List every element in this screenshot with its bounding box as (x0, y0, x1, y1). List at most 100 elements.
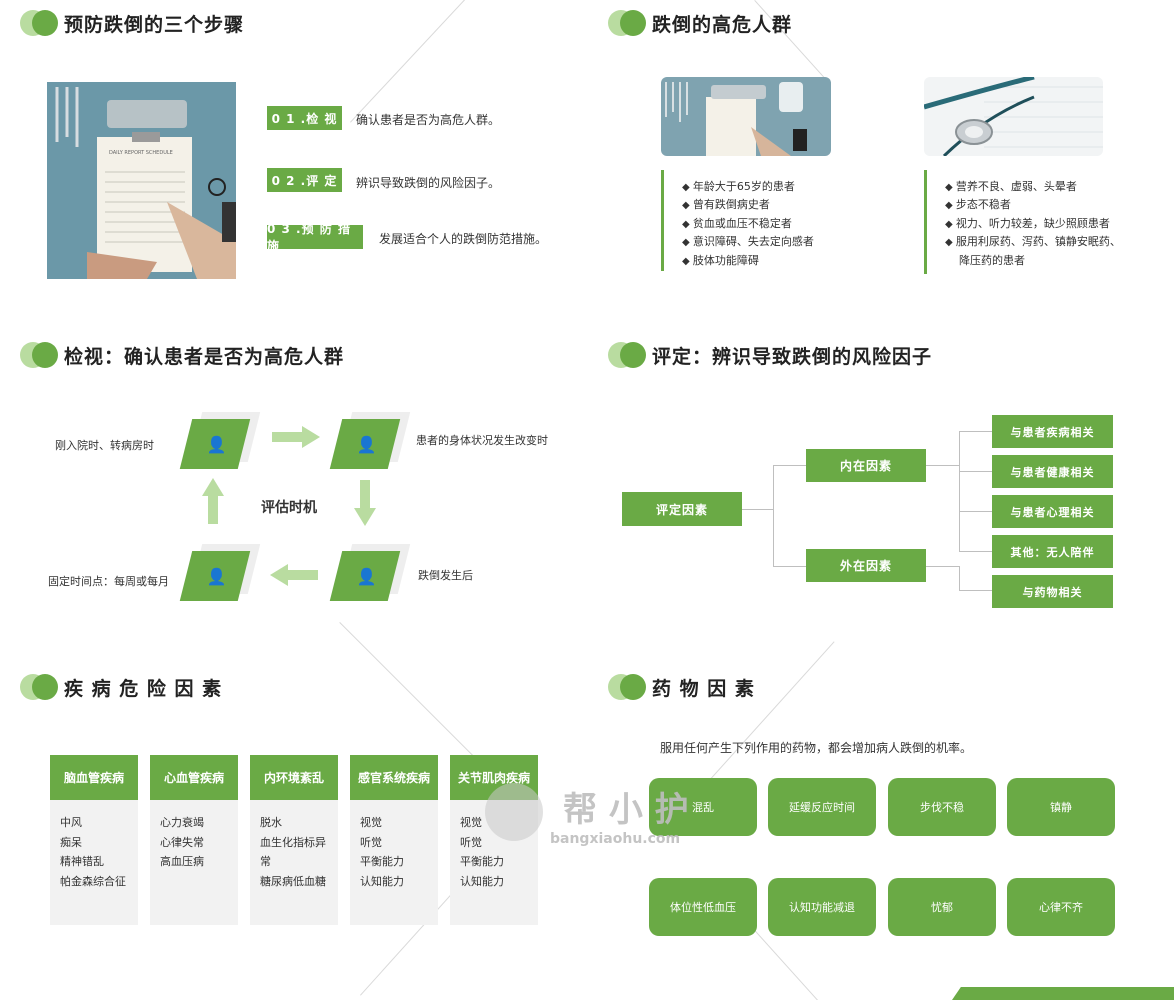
disease-column-musculoskeletal: 关节肌肉疾病 视觉 听觉 平衡能力 认知能力 (450, 755, 538, 925)
tree-internal: 内在因素 (806, 449, 926, 482)
step-tag-prevention: 0 3 .预 防 措 施 (267, 222, 363, 253)
step-text-assess: 辨识导致跌倒的风险因子。 (356, 176, 501, 190)
tree-connector (773, 465, 774, 567)
corner-accent-bar (952, 987, 1174, 1000)
disease-item: 血生化指标异 (260, 835, 326, 849)
high-risk-list-left: 年龄大于65岁的患者 曾有跌倒病史者 贫血或血压不稳定者 意识障碍、失去定向感者… (661, 170, 861, 271)
tree-connector (959, 566, 960, 591)
flow-label-admission: 刚入院时、转病房时 (55, 439, 154, 452)
flow-center-label: 评估时机 (261, 500, 317, 516)
tree-connector (959, 431, 960, 552)
disease-item: 帕金森综合征 (60, 874, 126, 888)
arrow-up-icon (202, 478, 224, 524)
disease-item: 认知能力 (360, 874, 404, 888)
list-item: 意识障碍、失去定向感者 (682, 233, 861, 251)
disease-item: 心力衰竭 (160, 816, 204, 829)
list-item-continued: 降压药的患者 (959, 253, 1025, 267)
decor-line (700, 641, 835, 791)
disease-item: 视觉 (360, 816, 382, 829)
drug-effect-pill: 心律不齐 (1007, 878, 1115, 936)
disease-item: 糖尿病低血糖 (260, 874, 326, 888)
tree-leaf: 与药物相关 (992, 575, 1113, 608)
tree-leaf: 与患者心理相关 (992, 495, 1113, 528)
tree-connector (959, 511, 992, 512)
disease-item: 平衡能力 (460, 855, 504, 868)
disease-item: 心律失常 (160, 835, 204, 849)
section-title: 药 物 因 素 (652, 677, 755, 700)
flow-label-after-fall: 跌倒发生后 (418, 569, 473, 582)
list-item: 视力、听力较差，缺少照顾患者 (945, 215, 1144, 233)
decor-line (350, 0, 467, 123)
disease-item: 视觉 (460, 816, 482, 829)
list-item: 肢体功能障碍 (682, 252, 861, 270)
tree-connector (925, 566, 960, 567)
medical-desk-photo (661, 77, 831, 156)
tree-leaf: 与患者疾病相关 (992, 415, 1113, 448)
drug-effect-pill: 延缓反应时间 (768, 778, 876, 836)
disease-column-sensory: 感官系统疾病 视觉 听觉 平衡能力 认知能力 (350, 755, 438, 925)
drug-effect-pill: 体位性低血压 (649, 878, 757, 936)
disease-column-header: 内环境紊乱 (250, 755, 338, 800)
section-header-drugs: 药 物 因 素 (608, 672, 755, 702)
flow-label-fixed-time: 固定时间点：每周或每月 (48, 575, 169, 588)
watermark-url: bangxiaohu.com (550, 831, 681, 847)
disease-item: 脱水 (260, 816, 282, 829)
drug-effect-pill: 认知功能减退 (768, 878, 876, 936)
list-item: 贫血或血压不稳定者 (682, 215, 861, 233)
tree-leaf: 其他：无人陪伴 (992, 535, 1113, 568)
disease-item: 中风 (60, 816, 82, 829)
header-dots-icon (20, 674, 58, 700)
step-tag-inspect: 0 1 .检 视 (267, 106, 342, 130)
header-dots-icon (20, 342, 58, 368)
section-header-prevention: 预防跌倒的三个步骤 (20, 8, 244, 38)
list-item: 年龄大于65岁的患者 (682, 178, 861, 196)
stethoscope-photo (924, 77, 1103, 156)
header-dots-icon (608, 342, 646, 368)
disease-column-header: 感官系统疾病 (350, 755, 438, 800)
drug-effect-pill: 步伐不稳 (888, 778, 996, 836)
tree-connector (773, 566, 806, 567)
section-title: 评定：辨识导致跌倒的风险因子 (652, 345, 933, 368)
disease-item: 听觉 (460, 835, 482, 849)
disease-item: 听觉 (360, 835, 382, 849)
section-title: 检视：确认患者是否为高危人群 (64, 345, 345, 368)
step-text-inspect: 确认患者是否为高危人群。 (356, 113, 501, 127)
drug-effect-pill: 忧郁 (888, 878, 996, 936)
flow-label-condition-change: 患者的身体状况发生改变时 (416, 434, 548, 447)
tree-connector (742, 509, 774, 510)
header-dots-icon (20, 10, 58, 36)
arrow-left-icon (270, 564, 318, 586)
person-icon: 👤 (356, 567, 377, 586)
disease-item: 平衡能力 (360, 855, 404, 868)
tree-connector (959, 590, 992, 591)
tree-external: 外在因素 (806, 549, 926, 582)
person-icon: 👤 (206, 567, 227, 586)
list-item: 曾有跌倒病史者 (682, 196, 861, 214)
disease-item: 精神错乱 (60, 855, 104, 868)
disease-item: 常 (260, 855, 271, 868)
section-title: 疾 病 危 险 因 素 (64, 677, 223, 700)
header-dots-icon (608, 10, 646, 36)
drug-effect-pill: 镇静 (1007, 778, 1115, 836)
section-header-inspect: 检视：确认患者是否为高危人群 (20, 340, 344, 370)
tree-connector (773, 465, 806, 466)
list-item: 营养不良、虚弱、头晕者 (945, 178, 1144, 196)
disease-item: 认知能力 (460, 874, 504, 888)
person-icon: 👤 (206, 435, 227, 454)
person-icon: 👤 (356, 435, 377, 454)
step-tag-assess: 0 2 .评 定 (267, 168, 342, 192)
section-title: 预防跌倒的三个步骤 (64, 13, 245, 36)
clipboard-photo: DAILY REPORT SCHEDULE (47, 82, 236, 279)
tree-leaf: 与患者健康相关 (992, 455, 1113, 488)
arrow-right-icon (272, 426, 320, 448)
section-header-disease: 疾 病 危 险 因 素 (20, 672, 222, 702)
disease-column-cerebrovascular: 脑血管疾病 中风 痴呆 精神错乱 帕金森综合征 (50, 755, 138, 925)
list-item: 步态不稳者 (945, 196, 1144, 214)
section-header-assess: 评定：辨识导致跌倒的风险因子 (608, 340, 932, 370)
section-header-high-risk: 跌倒的高危人群 (608, 8, 792, 38)
list-item: 服用利尿药、泻药、镇静安眠药、 (945, 233, 1144, 251)
disease-column-cardiovascular: 心血管疾病 心力衰竭 心律失常 高血压病 (150, 755, 238, 925)
arrow-down-icon (354, 480, 376, 526)
header-dots-icon (608, 674, 646, 700)
tree-root: 评定因素 (622, 492, 742, 526)
